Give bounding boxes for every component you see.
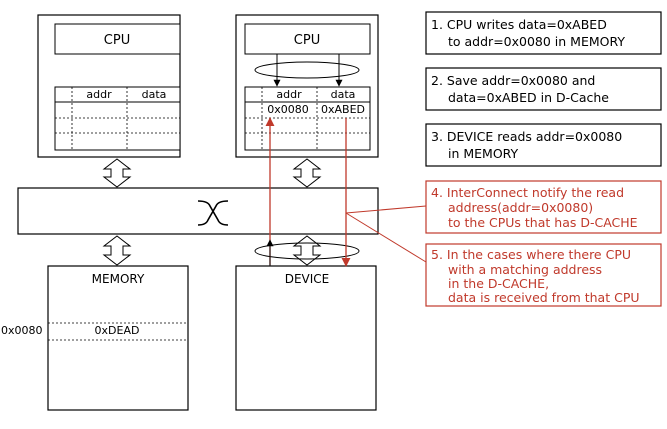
step-1-line-2: to addr=0x0080 in MEMORY: [448, 34, 625, 49]
device-read-ring: [254, 242, 360, 260]
step-2-line-2: data=0xABED in D-Cache: [448, 90, 609, 105]
cpu-right-cache-header-addr: addr: [276, 88, 302, 101]
cpu-right-cache-addr-value: 0x0080: [267, 103, 309, 116]
step-3-line-1: 3. DEVICE reads addr=0x0080: [431, 129, 622, 144]
step-1-box: 1. CPU writes data=0xABED to addr=0x0080…: [425, 11, 662, 55]
callout-line-step4: [345, 205, 427, 214]
step-4-box: 4. InterConnect notify the read address(…: [425, 180, 662, 234]
cpu-right-write-ring: [254, 61, 360, 79]
cpu-right-cache-header-data: data: [331, 88, 356, 101]
cpu-left-dcache: addr data: [54, 86, 181, 151]
step-1-line-1: 1. CPU writes data=0xABED: [431, 17, 607, 32]
step-5-box: 5. In the cases where there CPU with a m…: [425, 243, 662, 307]
cpu-right-block: CPU addr data 0x0080 0xABED: [235, 14, 379, 158]
step-4-line-2: address(addr=0x0080): [448, 200, 593, 215]
cpu-left-block: CPU addr data: [37, 14, 181, 158]
cpu-right-dcache: addr data 0x0080 0xABED: [244, 86, 371, 151]
device-block: DEVICE: [235, 242, 377, 411]
memory-cell-value: 0xDEAD: [95, 324, 140, 337]
cpu-left-title: CPU: [104, 33, 130, 48]
bus-link-memory: [102, 235, 132, 266]
step-5-line-2: with a matching address: [448, 262, 602, 277]
cpu-right-core: [244, 23, 371, 55]
step-5-line-4: data is received from that CPU: [448, 290, 640, 305]
memory-address-label: 0x0080: [1, 324, 43, 337]
step-4-line-1: 4. InterConnect notify the read: [431, 185, 624, 200]
interconnect: [17, 187, 379, 235]
step-2-line-1: 2. Save addr=0x0080 and: [431, 73, 595, 88]
memory-block: MEMORY 0x0080 0xDEAD: [1, 265, 189, 411]
step-3-line-2: in MEMORY: [448, 146, 519, 161]
cpu-right-cache-data-value: 0xABED: [321, 103, 365, 116]
step-5-line-1: 5. In the cases where there CPU: [431, 247, 631, 262]
cpu-left-cache-header-addr: addr: [86, 88, 112, 101]
coherency-flow: [265, 117, 427, 267]
memory-outer: [47, 265, 189, 411]
step-2-box: 2. Save addr=0x0080 and data=0xABED in D…: [425, 67, 662, 111]
cpu-left-cache-header-data: data: [142, 88, 167, 101]
step-5-line-3: in the D-CACHE,: [448, 276, 549, 291]
step-4-line-3: to the CPUs that has D-CACHE: [448, 215, 638, 230]
device-outer: [235, 265, 377, 411]
interconnect-bar: [17, 187, 379, 235]
memory-title: MEMORY: [92, 272, 145, 286]
device-title: DEVICE: [285, 272, 330, 286]
callout-line-step5: [345, 212, 427, 263]
bus-link-cpu-left: [102, 158, 132, 188]
step-3-box: 3. DEVICE reads addr=0x0080 in MEMORY: [425, 123, 662, 167]
crossbar-icon: [197, 200, 229, 226]
bus-link-cpu-right: [292, 158, 322, 188]
cpu-right-title: CPU: [294, 33, 320, 48]
cpu-left-core: [54, 23, 181, 55]
bus-link-device: [292, 235, 322, 266]
